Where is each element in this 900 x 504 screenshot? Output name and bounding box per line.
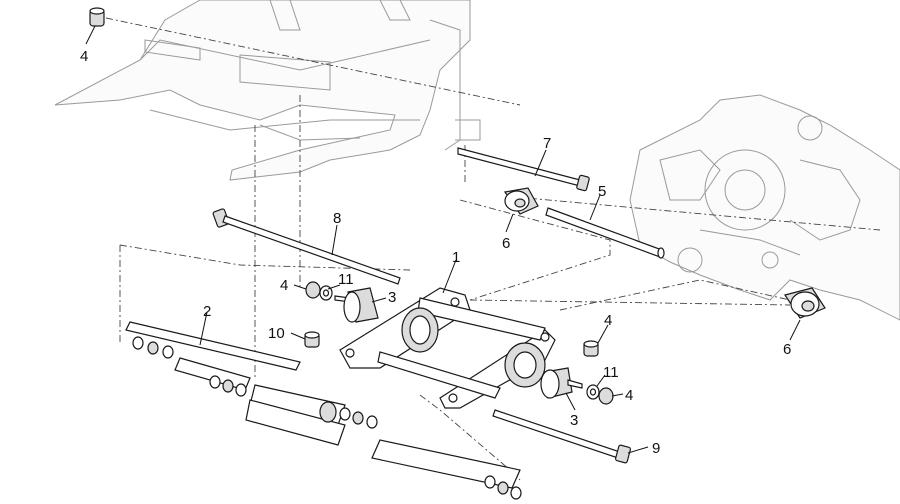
leader-lines — [85, 25, 801, 454]
callout-7: 7 — [543, 135, 551, 152]
bushing-6-upper — [503, 187, 539, 215]
callout-3-left: 3 — [388, 289, 396, 306]
bolt-8 — [212, 208, 401, 285]
frame-outline — [54, 0, 481, 181]
pin-5 — [545, 207, 665, 259]
engine-outline — [629, 94, 900, 321]
nut-4-top — [89, 7, 105, 27]
washer-stack-left — [305, 281, 379, 323]
callout-3-right: 3 — [570, 412, 578, 429]
swingarm-1 — [339, 287, 556, 409]
callout-4-top: 4 — [80, 48, 88, 65]
bushing-3-right — [540, 367, 614, 405]
callout-4-right: 4 — [625, 387, 633, 404]
callout-labels: 1 2 3 3 4 4 4 4 5 6 6 7 8 9 10 11 11 — [80, 48, 791, 457]
callout-6-right: 6 — [783, 341, 791, 358]
link-set-2 — [125, 321, 522, 500]
nut-10 — [304, 331, 320, 348]
callout-10: 10 — [268, 325, 285, 342]
callout-1: 1 — [452, 249, 460, 266]
callout-2: 2 — [203, 303, 211, 320]
callout-6-upper: 6 — [502, 235, 510, 252]
nut-4-right — [583, 340, 599, 357]
bolt-9 — [492, 409, 632, 464]
callout-11-left: 11 — [338, 271, 354, 288]
callout-9: 9 — [652, 440, 660, 457]
bolt-7 — [457, 147, 590, 192]
callout-5: 5 — [598, 183, 606, 200]
bushing-6-right — [784, 287, 826, 319]
callout-4-right-top: 4 — [604, 312, 612, 329]
callout-11-right: 11 — [603, 364, 619, 381]
callout-8: 8 — [333, 210, 341, 227]
callout-4-left: 4 — [280, 277, 288, 294]
